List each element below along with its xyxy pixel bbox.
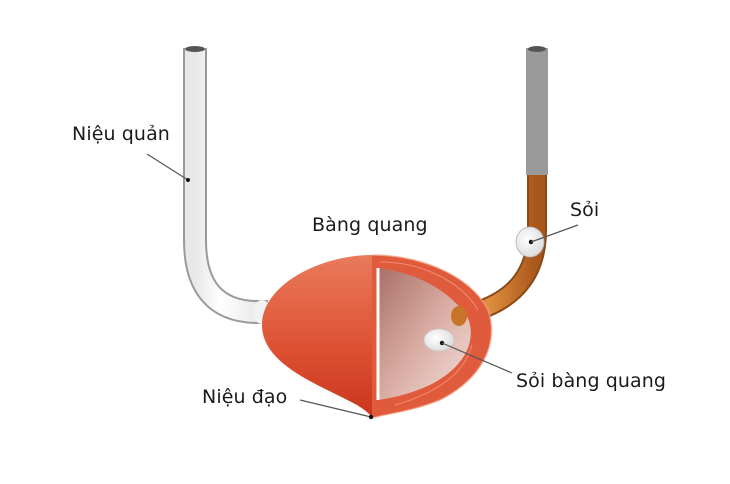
ureter-stone bbox=[515, 226, 545, 258]
left-ureter bbox=[183, 46, 271, 324]
label-urethra: Niệu đạo bbox=[202, 386, 288, 408]
bladder-stone bbox=[423, 328, 455, 352]
label-bladder-stone: Sỏi bàng quang bbox=[516, 370, 667, 392]
right-ureter bbox=[451, 46, 548, 328]
leader-lines bbox=[146, 153, 579, 420]
label-bladder: Bàng quang bbox=[312, 214, 428, 236]
label-ureter: Niệu quản bbox=[72, 123, 170, 145]
label-stone: Sỏi bbox=[570, 199, 600, 221]
bladder bbox=[262, 254, 493, 419]
